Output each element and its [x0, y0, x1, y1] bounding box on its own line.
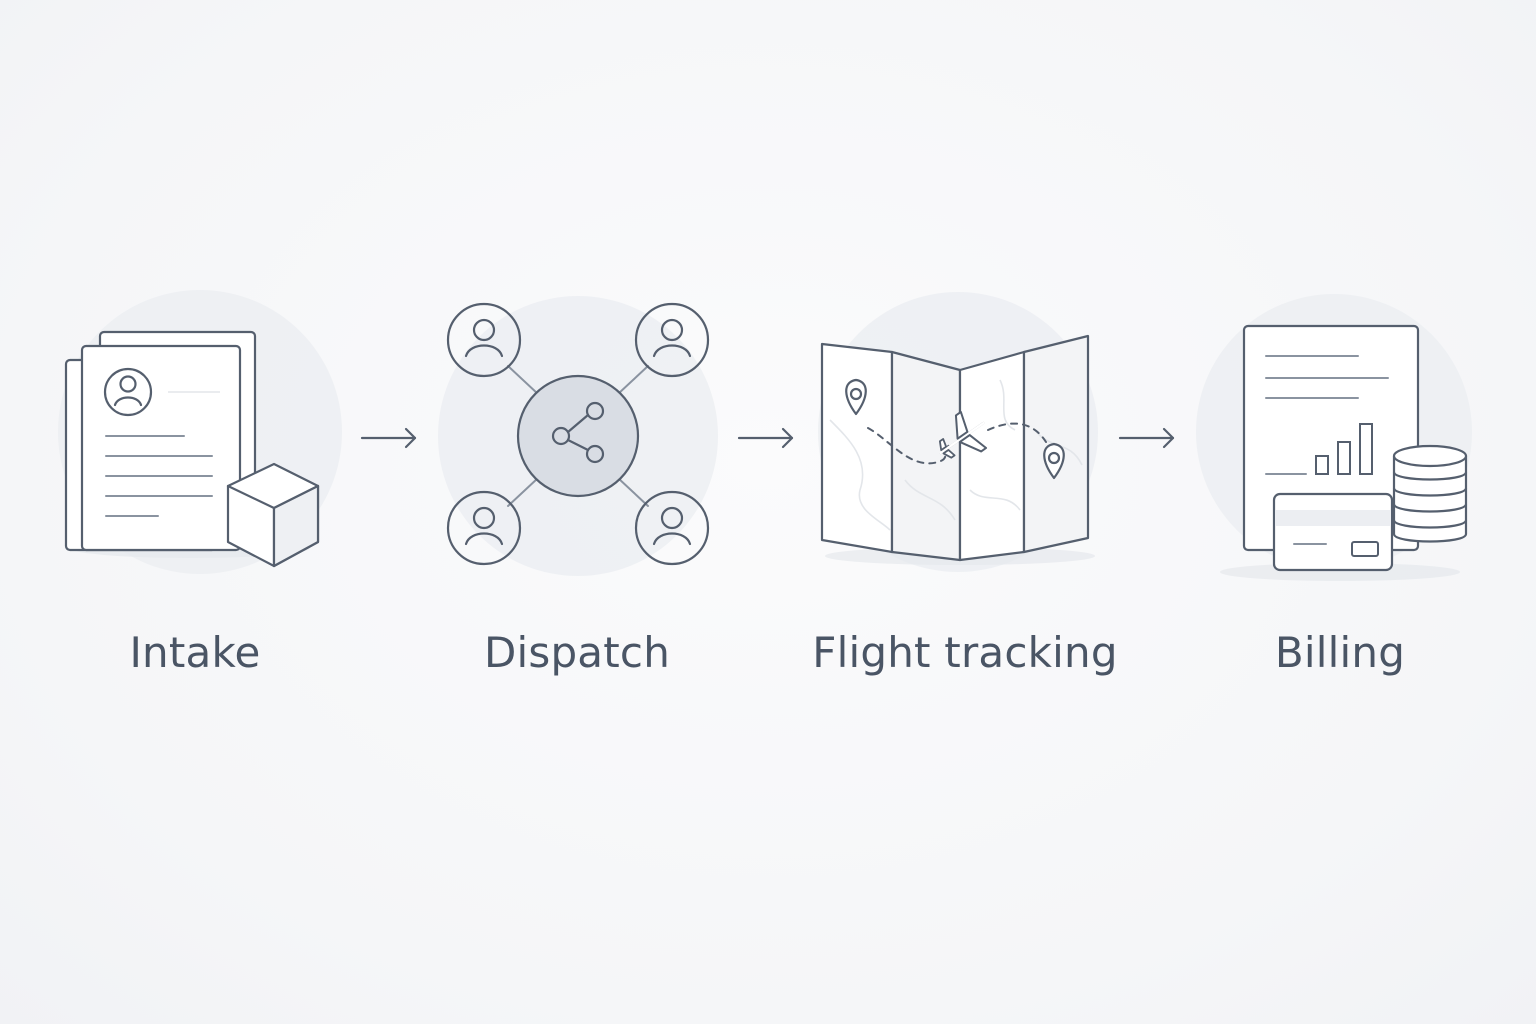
step-label-intake: Intake: [129, 628, 261, 677]
step-label-billing: Billing: [1274, 628, 1406, 677]
intake-documents-icon: [58, 290, 342, 574]
arrow-right-icon: [737, 427, 794, 449]
arrow-right-icon: [1118, 427, 1175, 449]
dispatch-network-icon: [438, 296, 718, 576]
step-label-flight-tracking: Flight tracking: [812, 628, 1118, 677]
billing-invoice-icon: [1196, 294, 1472, 581]
step-label-dispatch: Dispatch: [483, 628, 671, 677]
flight-map-icon: [818, 292, 1098, 572]
arrow-right-icon: [360, 427, 417, 449]
